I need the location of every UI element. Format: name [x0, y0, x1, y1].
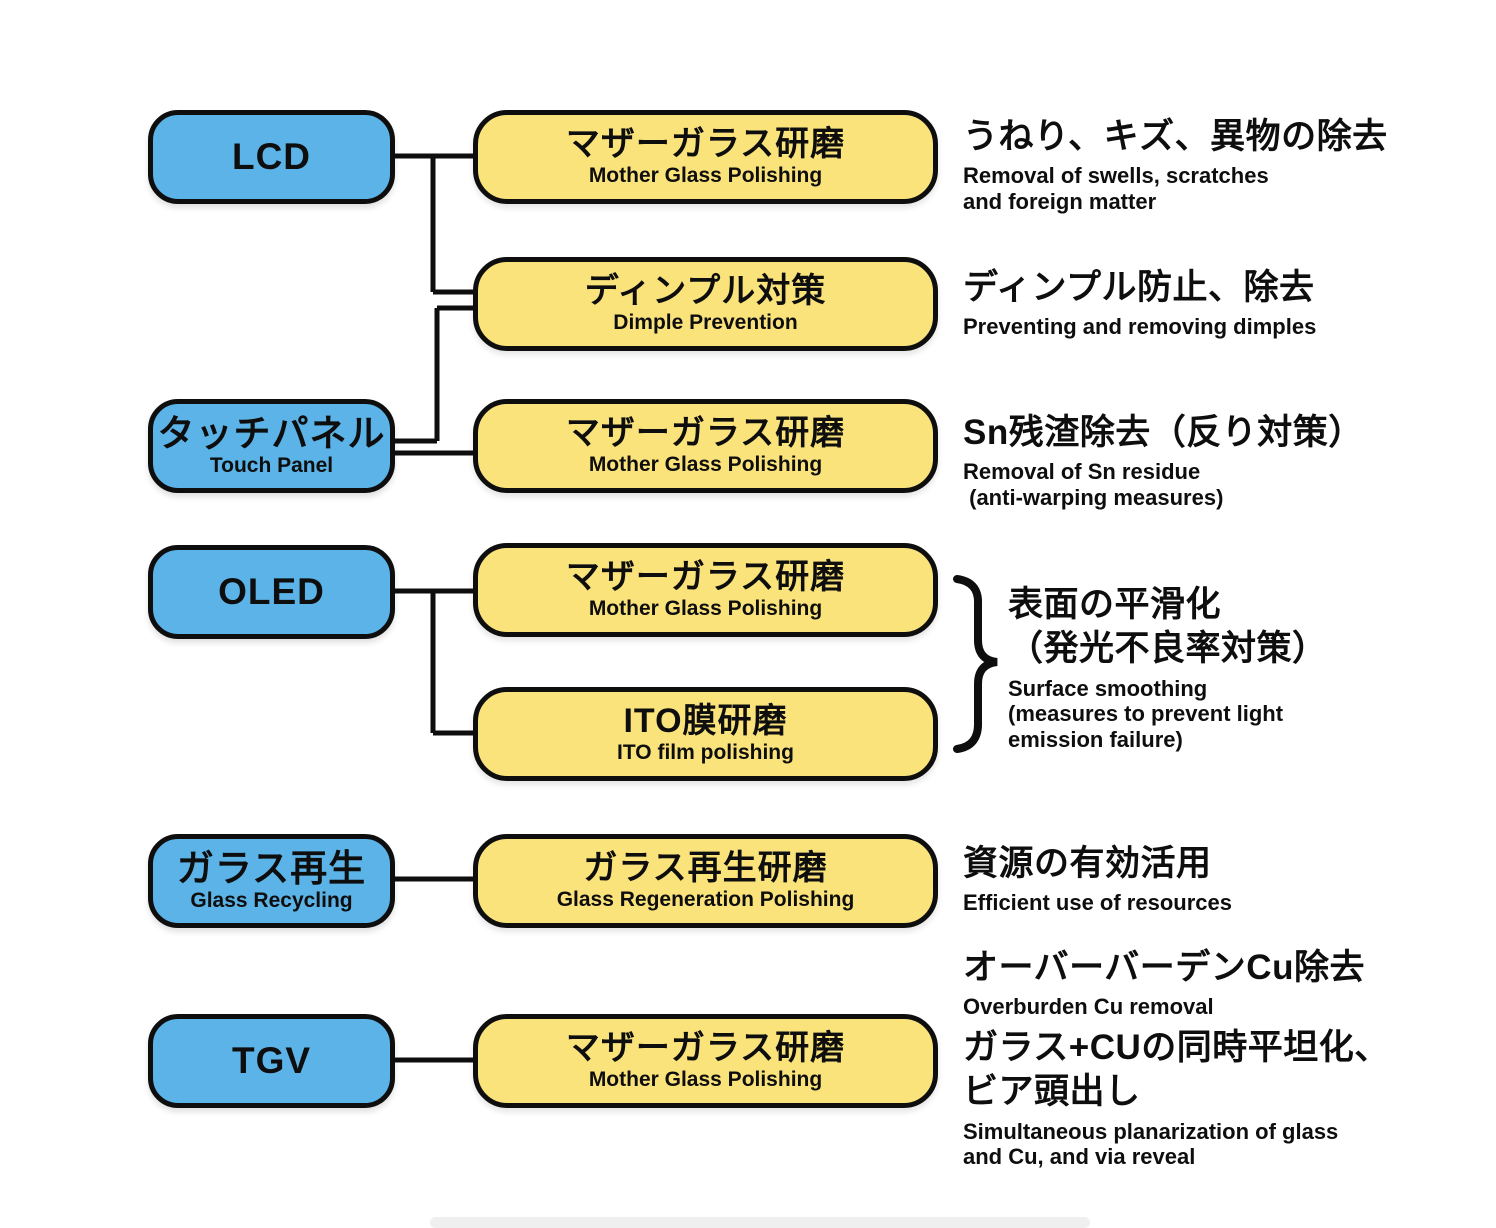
- process-box-mother-glass-polishing-touch: マザーガラス研磨 Mother Glass Polishing: [473, 399, 938, 493]
- process-box-ito-film-polishing: ITO膜研磨 ITO film polishing: [473, 687, 938, 781]
- note-simultaneous-planarization: ガラス+CUの同時平坦化、 ビア頭出し Simultaneous planari…: [963, 1026, 1390, 1170]
- process-label-jp: マザーガラス研磨: [565, 558, 846, 597]
- category-label: OLED: [218, 571, 325, 613]
- process-label-en: Glass Regeneration Polishing: [556, 887, 855, 911]
- process-box-mother-glass-polishing-oled: マザーガラス研磨 Mother Glass Polishing: [473, 543, 938, 637]
- note-swell-scratch-removal: うねり、キズ、異物の除去 Removal of swells, scratche…: [963, 115, 1388, 214]
- note-en: Overburden Cu removal: [963, 994, 1214, 1020]
- process-label-en: Mother Glass Polishing: [588, 1067, 823, 1091]
- note-jp: 資源の有効活用: [963, 844, 1212, 883]
- category-label: ガラス再生: [176, 847, 367, 889]
- process-label-jp: ディンプル対策: [584, 272, 827, 311]
- oled-group-brace: [953, 575, 998, 753]
- process-label-jp: ITO膜研磨: [623, 702, 788, 741]
- category-sublabel: Glass Recycling: [190, 889, 353, 913]
- process-label-jp: マザーガラス研磨: [565, 1029, 846, 1068]
- category-box-lcd: LCD: [148, 110, 395, 204]
- category-label: タッチパネル: [157, 412, 386, 454]
- process-label-en: Mother Glass Polishing: [588, 163, 823, 187]
- note-en: Surface smoothing (measures to prevent l…: [1008, 675, 1284, 752]
- process-box-dimple-prevention: ディンプル対策 Dimple Prevention: [473, 257, 938, 351]
- category-box-tgv: TGV: [148, 1014, 395, 1108]
- note-en: Efficient use of resources: [963, 890, 1232, 916]
- category-box-touch-panel: タッチパネル Touch Panel: [148, 399, 395, 493]
- process-label-en: Mother Glass Polishing: [588, 596, 823, 620]
- note-en: Removal of swells, scratches and foreign…: [963, 163, 1269, 214]
- note-sn-residue-removal: Sn残渣除去（反り対策） Removal of Sn residue (anti…: [963, 411, 1364, 510]
- note-jp: ガラス+CUの同時平坦化、 ビア頭出し: [963, 1028, 1390, 1112]
- category-box-glass-recycling: ガラス再生 Glass Recycling: [148, 834, 395, 928]
- note-en: Simultaneous planarization of glass and …: [963, 1118, 1339, 1170]
- note-en: Removal of Sn residue (anti-warping meas…: [963, 459, 1224, 510]
- note-efficient-resources: 資源の有効活用 Efficient use of resources: [963, 842, 1232, 916]
- note-jp: 表面の平滑化 （発光不良率対策）: [1008, 585, 1328, 669]
- process-label-jp: マザーガラス研磨: [565, 125, 846, 164]
- category-label: TGV: [231, 1040, 312, 1082]
- note-jp: ディンプル防止、除去: [963, 268, 1315, 307]
- note-overburden-cu-removal: オーバーバーデンCu除去 Overburden Cu removal: [963, 946, 1365, 1020]
- process-label-en: ITO film polishing: [617, 740, 794, 764]
- note-jp: オーバーバーデンCu除去: [963, 948, 1365, 987]
- category-box-oled: OLED: [148, 545, 395, 639]
- process-label-en: Mother Glass Polishing: [588, 452, 823, 476]
- category-sublabel: Touch Panel: [209, 454, 334, 478]
- process-box-glass-regeneration-polishing: ガラス再生研磨 Glass Regeneration Polishing: [473, 834, 938, 928]
- process-label-jp: ガラス再生研磨: [583, 849, 828, 888]
- process-box-mother-glass-polishing-tgv: マザーガラス研磨 Mother Glass Polishing: [473, 1014, 938, 1108]
- note-en: Preventing and removing dimples: [963, 314, 1317, 340]
- category-label: LCD: [231, 136, 312, 178]
- note-dimple-prevention: ディンプル防止、除去 Preventing and removing dimpl…: [963, 266, 1316, 340]
- note-jp: うねり、キズ、異物の除去: [963, 117, 1388, 156]
- process-label-jp: マザーガラス研磨: [565, 414, 846, 453]
- process-box-mother-glass-polishing-lcd: マザーガラス研磨 Mother Glass Polishing: [473, 110, 938, 204]
- note-surface-smoothing: 表面の平滑化 （発光不良率対策） Surface smoothing (meas…: [1008, 583, 1328, 752]
- note-jp: Sn残渣除去（反り対策）: [963, 413, 1364, 452]
- bottom-scrub-bar: [430, 1217, 1090, 1228]
- process-label-en: Dimple Prevention: [613, 310, 798, 334]
